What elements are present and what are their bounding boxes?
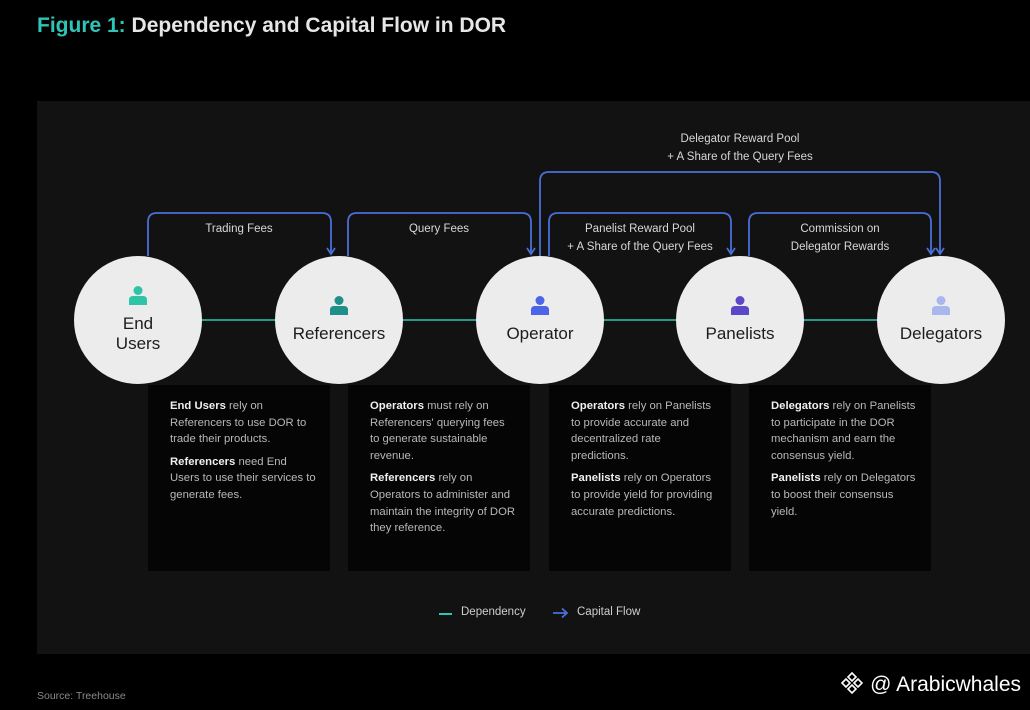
binance-logo-icon — [840, 671, 864, 695]
node-label: Users — [115, 334, 161, 353]
label-delegator-reward-pool: Delegator Reward Pool + A Share of the Q… — [667, 133, 813, 163]
figure-number: Figure 1: — [37, 14, 126, 37]
legend-capital-flow-label: Capital Flow — [577, 606, 641, 618]
node-label: Panelists — [705, 324, 775, 343]
arrow-delegator-reward — [539, 171, 945, 256]
description-operator: Operators rely on Panelists to provide a… — [549, 385, 731, 571]
person-icon — [330, 296, 348, 315]
arrow-trading-fees — [147, 212, 336, 256]
node-referencers: Referencers — [275, 256, 403, 384]
description-end-users: End Users rely on Referencers to use DOR… — [148, 385, 330, 571]
arrow-query-fees — [347, 212, 536, 256]
legend-dependency-swatch — [439, 613, 452, 615]
label-panelist-reward-pool: Panelist Reward Pool + A Share of the Qu… — [567, 223, 713, 253]
node-operator: Operator — [476, 256, 604, 384]
node-delegators: Delegators — [877, 256, 1005, 384]
node-label: Delegators — [899, 324, 983, 343]
arrow-right-icon — [553, 607, 569, 619]
person-icon — [731, 296, 749, 315]
label-commission: Commission on Delegator Rewards — [790, 223, 890, 253]
node-end-users: End Users — [74, 256, 202, 384]
watermark-text: @ Arabicwhales — [870, 673, 1021, 696]
person-icon — [932, 296, 950, 315]
figure-heading: Dependency and Capital Flow in DOR — [125, 14, 507, 37]
arrow-commission — [748, 212, 936, 256]
figure-title: Figure 1: Dependency and Capital Flow in… — [37, 14, 506, 38]
description-panelists: Delegators rely on Panelists to particip… — [749, 385, 931, 571]
arrow-panelist-reward — [548, 212, 736, 256]
legend-dependency-label: Dependency — [461, 606, 526, 618]
node-panelists: Panelists — [676, 256, 804, 384]
description-referencers: Operators must rely on Referencers' quer… — [348, 385, 530, 571]
node-label: End — [122, 314, 154, 333]
person-icon — [129, 286, 147, 305]
label-trading-fees: Trading Fees — [205, 223, 273, 235]
watermark: @ Arabicwhales — [840, 671, 1021, 697]
label-query-fees: Query Fees — [408, 223, 470, 235]
source-note: Source: Treehouse — [37, 690, 126, 702]
node-label: Operator — [506, 324, 574, 343]
person-icon — [531, 296, 549, 315]
node-label: Referencers — [292, 324, 386, 343]
